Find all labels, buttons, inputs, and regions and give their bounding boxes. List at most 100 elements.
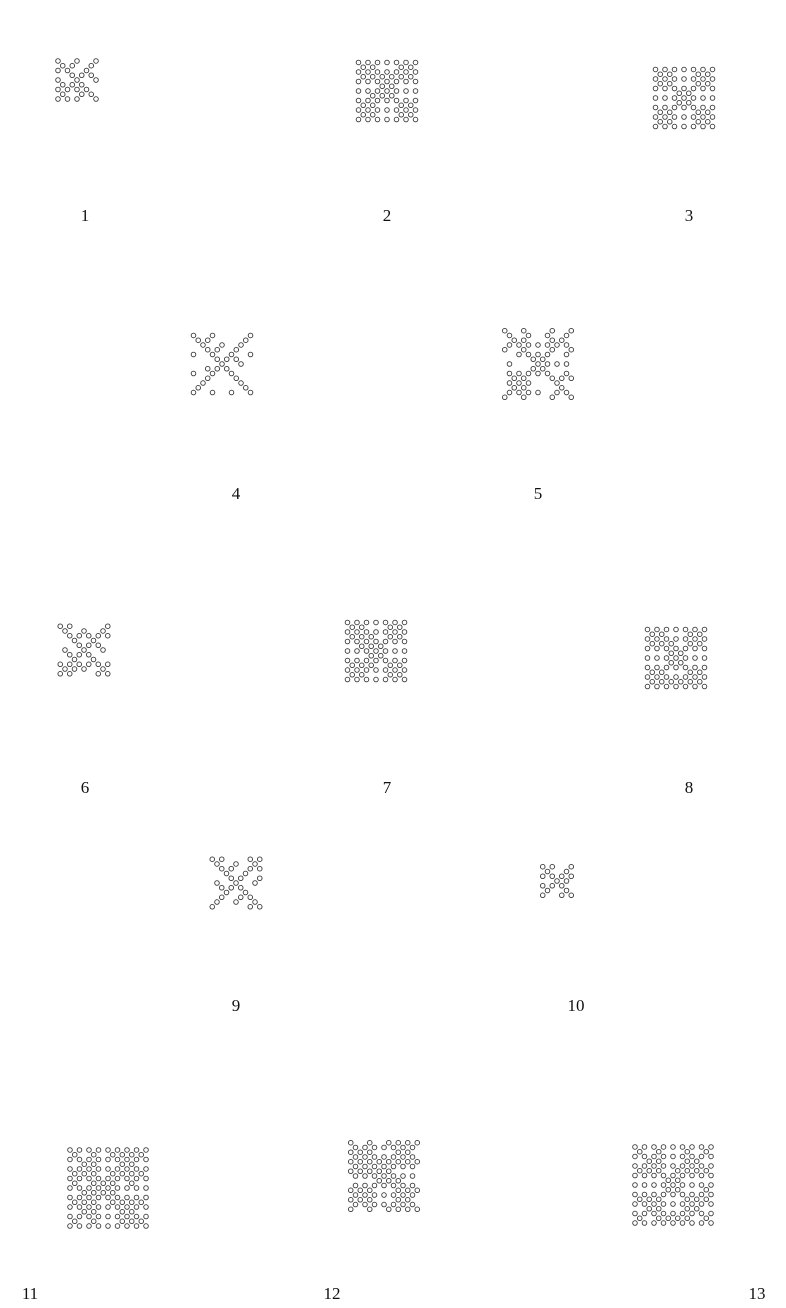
bead-ring [205, 347, 210, 352]
bead-ring [120, 1152, 125, 1157]
bead-ring [67, 662, 72, 667]
bead-ring [536, 352, 541, 357]
bead-ring [659, 670, 664, 675]
bead-ring [677, 91, 682, 96]
bead-ring [94, 97, 99, 102]
bead-ring [96, 1195, 101, 1200]
bead-ring [144, 1214, 149, 1219]
bead-ring [671, 1145, 676, 1150]
bead-ring [355, 620, 360, 625]
bead-ring [512, 385, 517, 390]
bead-ring [372, 1164, 377, 1169]
bead-ring [96, 633, 101, 638]
bead-ring [388, 634, 393, 639]
bead-ring [705, 110, 710, 115]
bead-ring [205, 338, 210, 343]
bead-ring [404, 60, 409, 65]
bead-ring [219, 866, 224, 871]
bead-ring [96, 671, 101, 676]
figure-label-1: 1 [81, 206, 90, 226]
bead-ring [355, 630, 360, 635]
bead-ring [413, 117, 418, 122]
bead-ring [375, 70, 380, 75]
bead-ring [391, 1155, 396, 1160]
bead-ring [120, 1209, 125, 1214]
bead-ring [696, 72, 701, 77]
ornament-11 [68, 1148, 149, 1229]
bead-ring [699, 1145, 704, 1150]
bead-ring [115, 1224, 120, 1229]
bead-ring [125, 1176, 130, 1181]
bead-ring [507, 362, 512, 367]
bead-ring [345, 677, 350, 682]
bead-ring [526, 352, 531, 357]
bead-ring [215, 347, 220, 352]
bead-ring [366, 89, 371, 94]
bead-ring [667, 72, 672, 77]
bead-ring [545, 362, 550, 367]
bead-ring [394, 89, 399, 94]
bead-ring [671, 1173, 676, 1178]
bead-ring [394, 98, 399, 103]
bead-ring [661, 1192, 666, 1197]
bead-ring [356, 79, 361, 84]
bead-ring [531, 366, 536, 371]
bead-ring [521, 328, 526, 333]
bead-ring [86, 643, 91, 648]
bead-ring [710, 115, 715, 120]
bead-ring [690, 1221, 695, 1226]
bead-ring [67, 624, 72, 629]
bead-ring [396, 1150, 401, 1155]
bead-ring [56, 59, 61, 64]
bead-ring [645, 637, 650, 642]
bead-ring [550, 347, 555, 352]
bead-ring [370, 112, 375, 117]
bead-ring [382, 1164, 387, 1169]
bead-ring [105, 624, 110, 629]
bead-ring [372, 1202, 377, 1207]
bead-ring [77, 662, 82, 667]
bead-ring [105, 671, 110, 676]
bead-ring [345, 649, 350, 654]
bead-ring [87, 1186, 92, 1191]
bead-ring [358, 1159, 363, 1164]
bead-ring [77, 1167, 82, 1172]
bead-ring [359, 634, 364, 639]
bead-ring [345, 668, 350, 673]
bead-ring [215, 357, 220, 362]
bead-ring [671, 1221, 676, 1226]
bead-ring [661, 1145, 666, 1150]
bead-ring [378, 653, 383, 658]
bead-ring [366, 60, 371, 65]
bead-ring [690, 1202, 695, 1207]
bead-ring [234, 357, 239, 362]
bead-ring [545, 888, 550, 893]
bead-ring [366, 98, 371, 103]
bead-ring [413, 70, 418, 75]
bead-ring [663, 86, 668, 91]
bead-ring [134, 1176, 139, 1181]
bead-ring [704, 1216, 709, 1221]
bead-ring [399, 112, 404, 117]
bead-ring [134, 1148, 139, 1153]
bead-ring [405, 1159, 410, 1164]
bead-ring [405, 1188, 410, 1193]
bead-ring [699, 1164, 704, 1169]
bead-ring [388, 672, 393, 677]
bead-ring [709, 1164, 714, 1169]
bead-ring [413, 79, 418, 84]
bead-ring [642, 1221, 647, 1226]
bead-ring [96, 1157, 101, 1162]
bead-ring [374, 668, 379, 673]
bead-ring [372, 1155, 377, 1160]
bead-ring [672, 124, 677, 129]
bead-ring [642, 1154, 647, 1159]
bead-ring [248, 390, 253, 395]
bead-ring [385, 117, 390, 122]
bead-ring [120, 1219, 125, 1224]
bead-ring [65, 68, 70, 73]
bead-ring [410, 1164, 415, 1169]
bead-ring [257, 876, 262, 881]
bead-ring [144, 1186, 149, 1191]
bead-ring [394, 108, 399, 113]
